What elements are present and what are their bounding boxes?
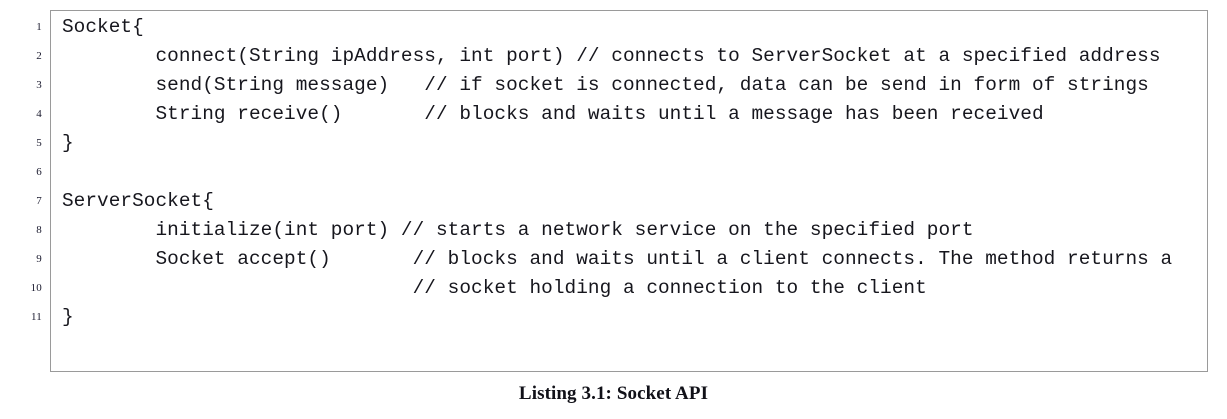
code-text: connect(String ipAddress, int port) // c… (62, 45, 1161, 67)
line-number: 8 (36, 224, 42, 236)
code-line-row: 3 send(String message) // if socket is c… (0, 71, 1227, 100)
code-text: Socket accept() // blocks and waits unti… (62, 248, 1173, 270)
line-number: 3 (36, 79, 42, 91)
code-line-row: 5 } (0, 129, 1227, 158)
line-number: 1 (36, 21, 42, 33)
line-number: 6 (36, 166, 42, 178)
code-text: send(String message) // if socket is con… (62, 74, 1149, 96)
code-lines-container: 1 Socket{ 2 connect(String ipAddress, in… (0, 13, 1227, 332)
code-line-row: 2 connect(String ipAddress, int port) //… (0, 42, 1227, 71)
code-line-row: 4 String receive() // blocks and waits u… (0, 100, 1227, 129)
line-number: 5 (36, 137, 42, 149)
code-text: } (62, 132, 74, 154)
code-line-row: 8 initialize(int port) // starts a netwo… (0, 216, 1227, 245)
line-number: 2 (36, 50, 42, 62)
code-text: Socket{ (62, 16, 144, 38)
line-number: 7 (36, 195, 42, 207)
code-line-row: 7 ServerSocket{ (0, 187, 1227, 216)
code-line-row: 11 } (0, 303, 1227, 332)
line-number: 4 (36, 108, 42, 120)
code-text: ServerSocket{ (62, 190, 214, 212)
code-text: } (62, 306, 74, 328)
code-line-row: 9 Socket accept() // blocks and waits un… (0, 245, 1227, 274)
code-line-row: 6 (0, 158, 1227, 187)
listing-border-box (50, 10, 1208, 372)
code-text: initialize(int port) // starts a network… (62, 219, 974, 241)
figure-caption: Listing 3.1: Socket API (518, 383, 709, 404)
line-number: 9 (36, 253, 42, 265)
line-number: 10 (30, 282, 42, 294)
line-number: 11 (31, 311, 42, 323)
code-line-row: 1 Socket{ (0, 13, 1227, 42)
code-line-row: 10 // socket holding a connection to the… (0, 274, 1227, 303)
code-text: // socket holding a connection to the cl… (62, 277, 927, 299)
code-text: String receive() // blocks and waits unt… (62, 103, 1044, 125)
